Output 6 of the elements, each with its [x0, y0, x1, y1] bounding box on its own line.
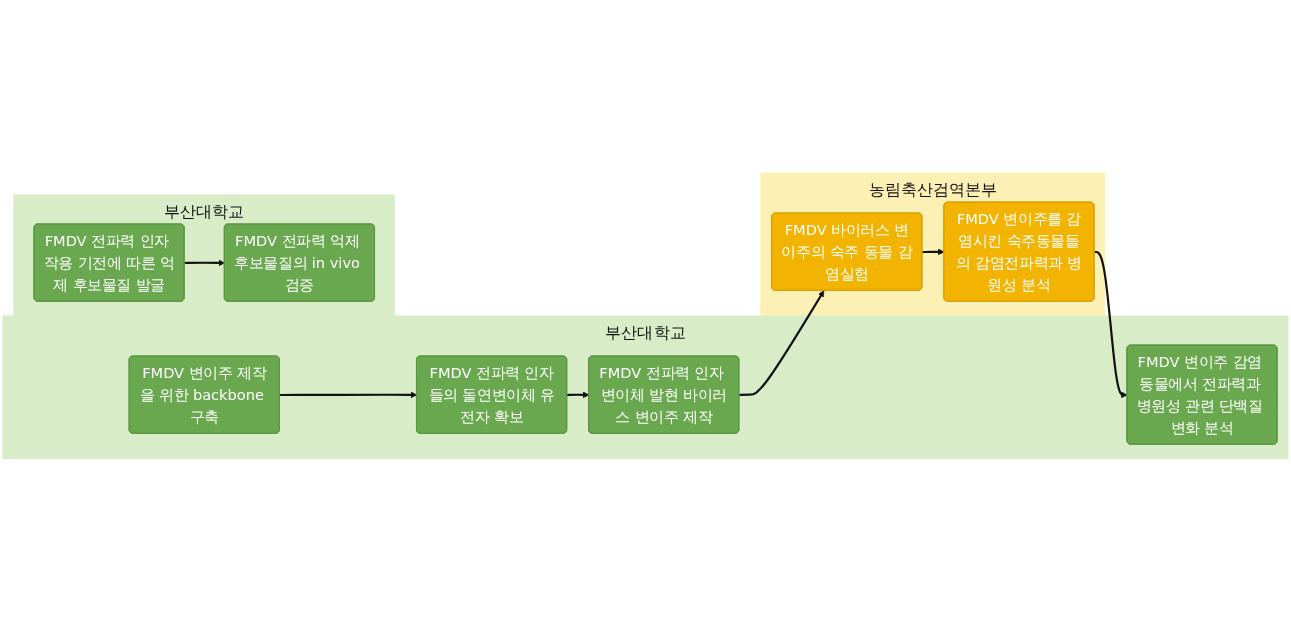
arrow [567, 391, 590, 399]
arrow [279, 391, 418, 399]
arrow [739, 290, 825, 397]
arrow [1094, 251, 1128, 399]
arrow [922, 248, 945, 256]
arrow [184, 259, 225, 267]
